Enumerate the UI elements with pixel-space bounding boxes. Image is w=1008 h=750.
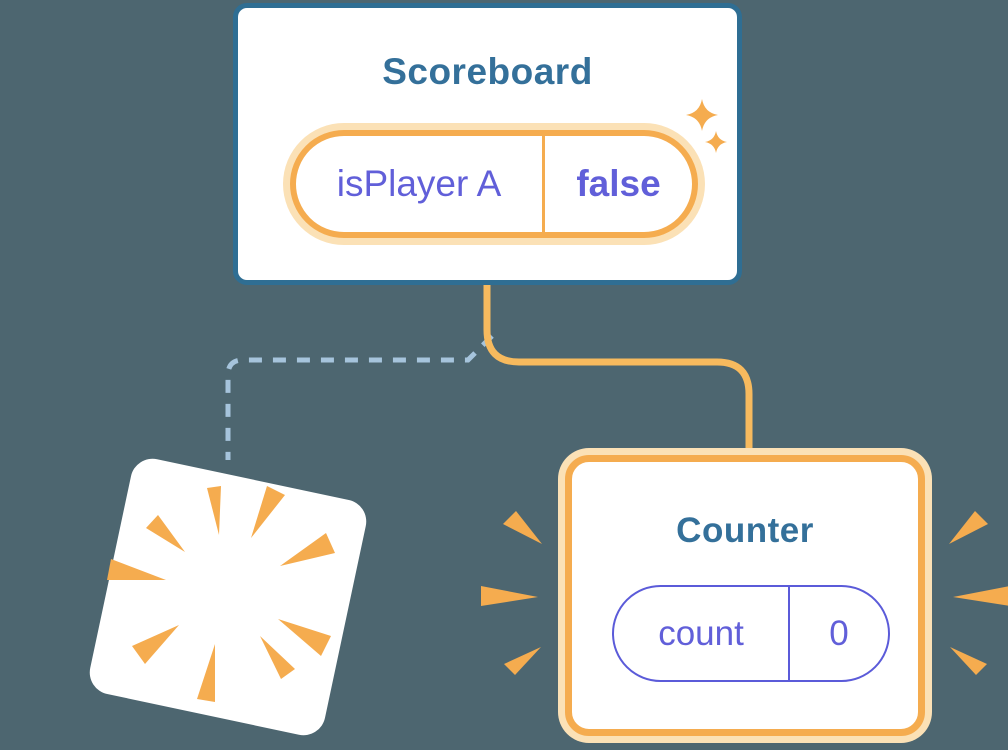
orange-connector-line	[483, 284, 753, 452]
scoreboard-state-pill: isPlayer A false	[290, 130, 698, 238]
scoreboard-title: Scoreboard	[382, 51, 593, 92]
counter-title: Counter	[676, 511, 814, 550]
state-key: count	[614, 587, 790, 680]
counter-state-pill: count 0	[612, 585, 890, 682]
counter-card: Counter count 0	[565, 455, 925, 736]
state-value: 0	[829, 613, 849, 653]
state-key: isPlayer A	[296, 136, 545, 232]
state-value: false	[576, 163, 661, 204]
poof-square	[89, 458, 367, 736]
scoreboard-card: Scoreboard isPlayer A false	[233, 3, 742, 285]
poof-starburst-icon	[107, 486, 335, 702]
dashed-connector-line	[225, 334, 494, 460]
